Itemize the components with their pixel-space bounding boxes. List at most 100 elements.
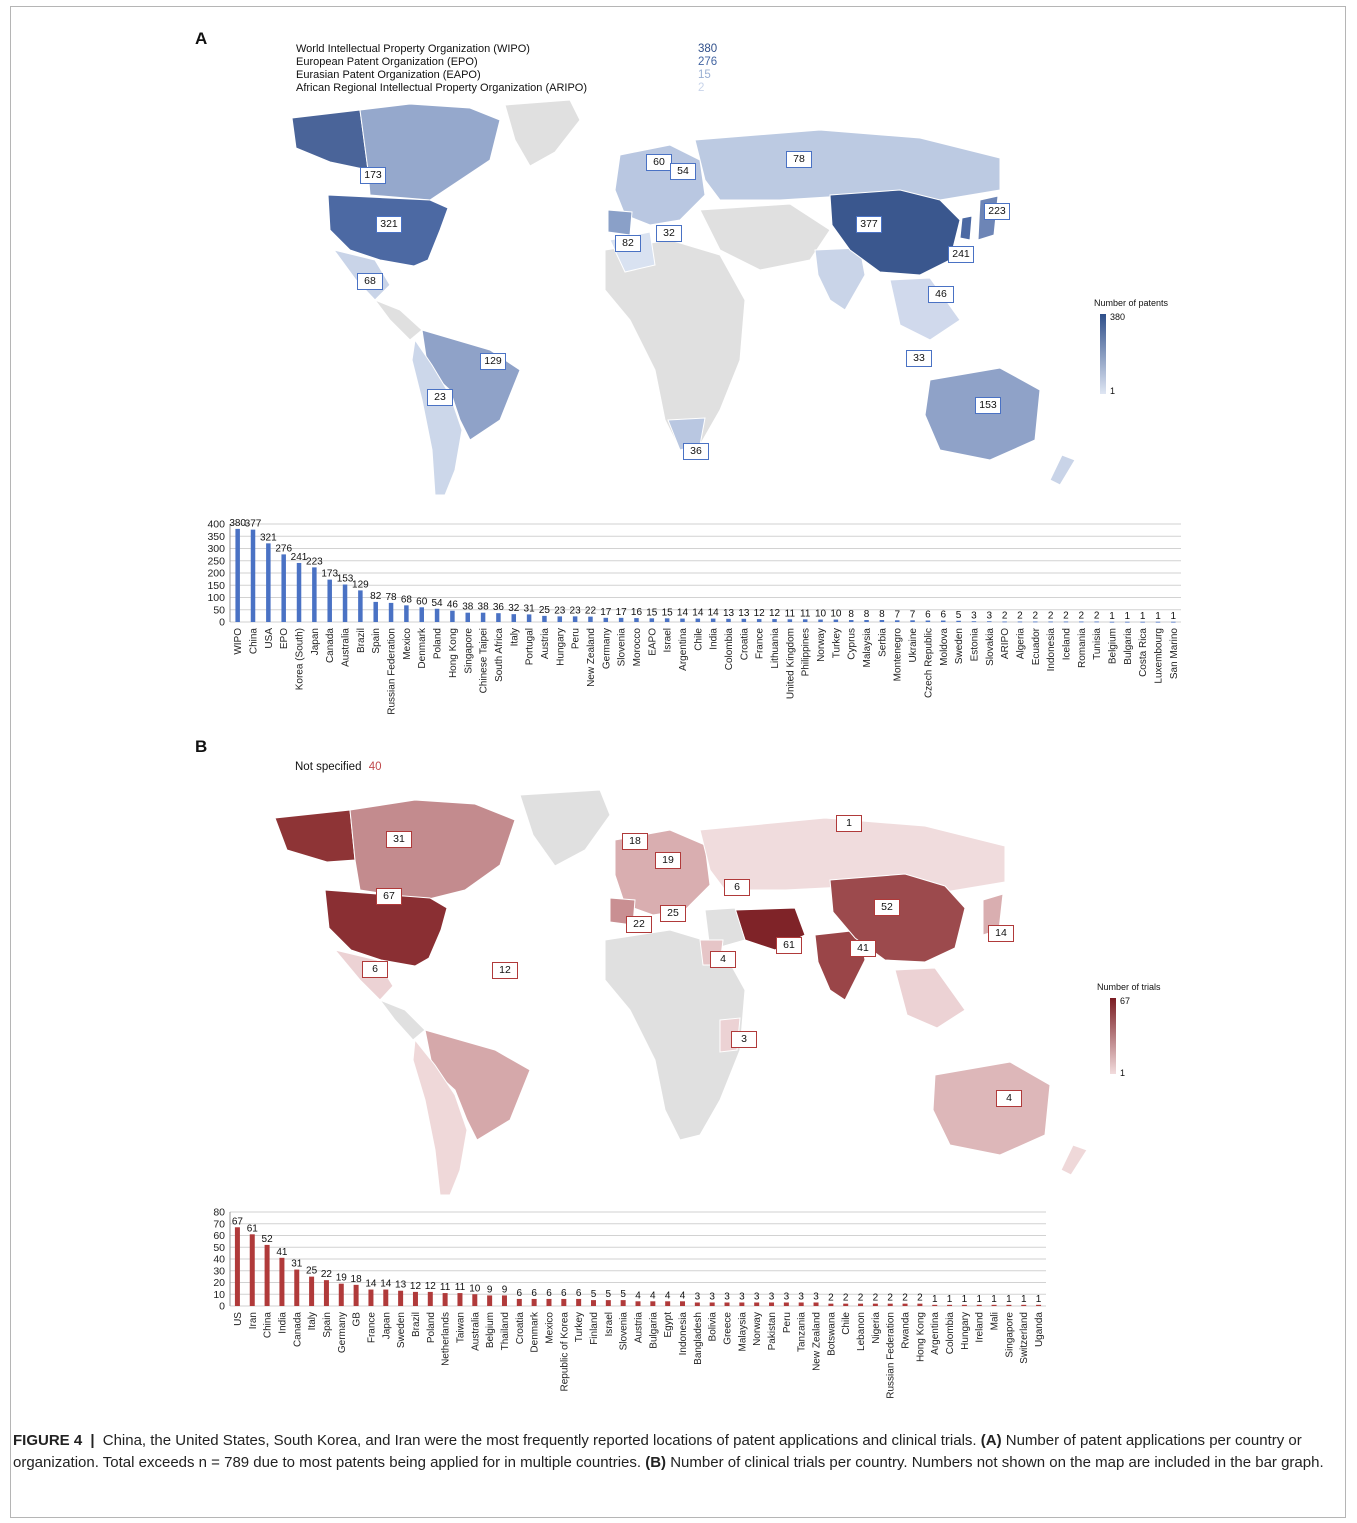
category-label: Russian Federation — [387, 628, 398, 715]
map-region — [1060, 1144, 1088, 1176]
data-label: 13 — [738, 608, 750, 619]
category-label: Lebanon — [856, 1312, 867, 1351]
map-region — [373, 298, 423, 341]
category-label: WIPO — [233, 628, 244, 655]
data-label: 2 — [858, 1293, 864, 1304]
data-label: 25 — [539, 605, 551, 616]
category-label: Malaysia — [862, 628, 873, 668]
bar — [603, 617, 609, 622]
category-label: US — [233, 1312, 244, 1326]
category-label: Sweden — [954, 628, 965, 664]
category-label: Singapore — [1004, 1312, 1015, 1358]
category-label: Norway — [752, 1312, 763, 1346]
data-label: 10 — [469, 1283, 481, 1294]
category-label: Austria — [540, 628, 551, 660]
category-label: Peru — [571, 628, 582, 649]
bar — [281, 554, 286, 622]
bar — [910, 620, 915, 622]
data-label: 1 — [1155, 611, 1161, 622]
bar — [961, 1304, 967, 1306]
bar — [1036, 1304, 1042, 1306]
map-region — [932, 1061, 1051, 1156]
data-label: 6 — [531, 1288, 537, 1299]
bar — [848, 620, 854, 622]
category-label: Nigeria — [871, 1312, 882, 1344]
category-label: GB — [352, 1312, 363, 1327]
bar — [250, 529, 256, 622]
map-callout: 4 — [996, 1090, 1022, 1107]
category-label: Serbia — [877, 628, 888, 657]
map-callout: 46 — [928, 286, 954, 303]
map-callout: 52 — [874, 899, 900, 916]
y-tick-label: 60 — [213, 1230, 225, 1242]
data-label: 14 — [692, 608, 704, 619]
map-callout: 68 — [357, 273, 383, 290]
map-region — [924, 367, 1041, 461]
data-label: 3 — [754, 1291, 760, 1302]
bar — [526, 614, 532, 622]
data-label: 11 — [800, 608, 811, 619]
data-label: 2 — [873, 1293, 879, 1304]
data-label: 1 — [976, 1294, 982, 1305]
bar — [858, 1303, 864, 1306]
data-label: 11 — [455, 1282, 466, 1293]
not-specified-label: Not specified — [295, 761, 362, 773]
map-callout: 67 — [376, 888, 402, 905]
map-region — [959, 215, 973, 241]
map-callout: 19 — [655, 852, 681, 869]
map-callout: 12 — [492, 962, 518, 979]
caption-a-text: Number of patent applications per countr… — [13, 1432, 1302, 1471]
map-region — [1049, 454, 1076, 486]
category-label: Malaysia — [737, 1312, 748, 1352]
category-label: France — [755, 628, 766, 660]
category-label: Denmark — [530, 1311, 541, 1353]
figure-caption: FIGURE 4 | China, the United States, Sou… — [13, 1430, 1328, 1474]
not-specified-legend: Not specified 40 — [295, 761, 381, 773]
data-label: 16 — [631, 607, 643, 618]
bar — [941, 620, 946, 622]
bar — [1006, 1304, 1012, 1306]
category-label: Turkey — [831, 628, 842, 658]
bar — [925, 620, 931, 622]
bar — [887, 1303, 893, 1306]
data-label: 12 — [425, 1281, 437, 1292]
bar — [710, 618, 716, 622]
data-label: 3 — [724, 1291, 730, 1302]
map-callout: 14 — [988, 925, 1014, 942]
data-label: 1 — [1006, 1294, 1012, 1305]
data-label: 241 — [291, 552, 308, 563]
bar — [971, 621, 977, 623]
category-label: Luxembourg — [1153, 628, 1164, 684]
data-label: 6 — [576, 1288, 582, 1299]
bar — [756, 619, 762, 622]
data-label: 3 — [739, 1291, 745, 1302]
bar — [634, 618, 639, 622]
map-callout: 377 — [856, 216, 882, 233]
category-label: Slovakia — [985, 628, 996, 666]
data-label: 3 — [813, 1291, 819, 1302]
bar — [894, 620, 900, 622]
data-label: 2 — [902, 1293, 908, 1304]
category-label: EPO — [279, 628, 290, 649]
data-label: 38 — [478, 602, 490, 613]
category-label: Botswana — [826, 1312, 837, 1356]
data-label: 2 — [1033, 611, 1039, 622]
bar — [576, 1298, 582, 1306]
category-label: Poland — [426, 1312, 437, 1343]
bar — [487, 1295, 493, 1306]
bar — [249, 1234, 255, 1306]
map-region — [894, 967, 966, 1029]
category-label: Bulgaria — [648, 1312, 659, 1349]
data-label: 31 — [524, 603, 536, 614]
category-label: Poland — [433, 628, 444, 659]
bar — [480, 612, 486, 622]
data-label: 5 — [606, 1289, 612, 1300]
data-label: 2 — [1063, 611, 1069, 622]
category-label: Australia — [341, 628, 352, 667]
bar — [772, 619, 777, 622]
category-label: Hong Kong — [915, 1312, 926, 1362]
data-label: 7 — [910, 609, 916, 620]
data-label: 2 — [1017, 611, 1023, 622]
category-label: Germany — [601, 628, 612, 669]
bar — [1094, 621, 1099, 623]
